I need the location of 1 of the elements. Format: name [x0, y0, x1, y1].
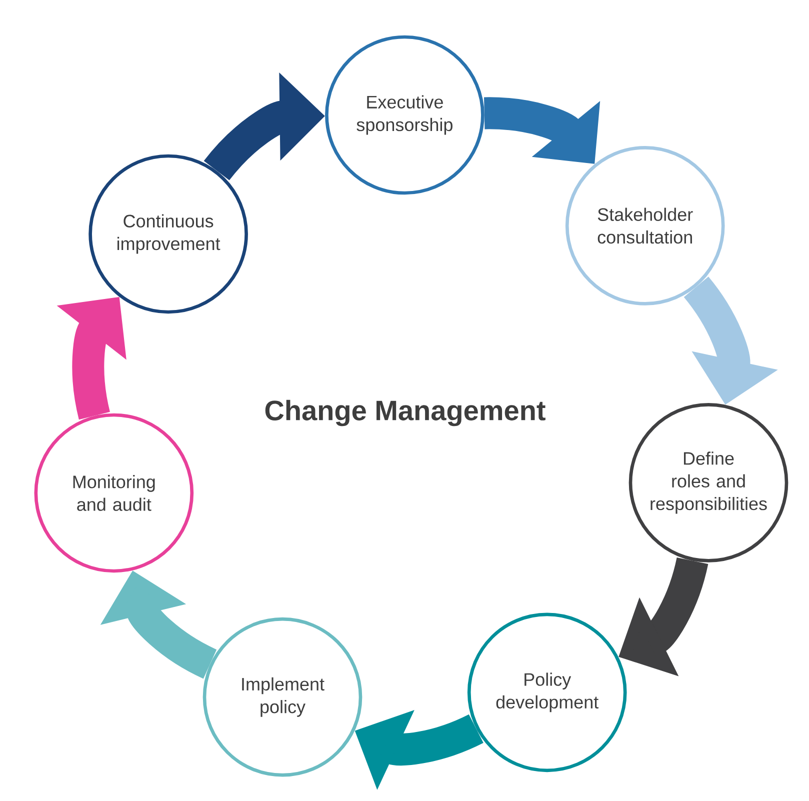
diagram-title: Change Management — [265, 400, 546, 426]
